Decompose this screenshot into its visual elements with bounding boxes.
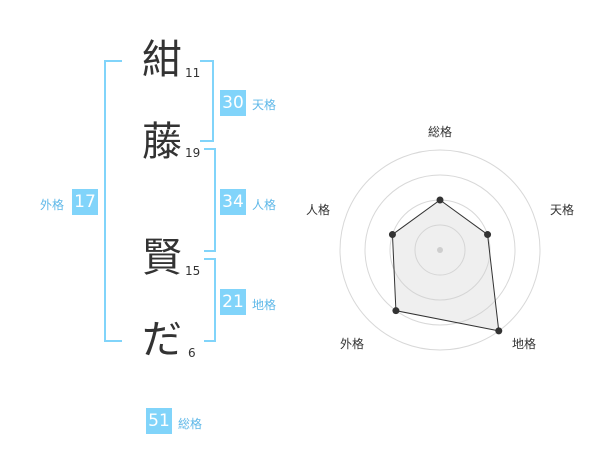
radar-point <box>436 196 444 204</box>
name-char-4: だ <box>142 317 182 363</box>
stroke-count-2: 19 <box>185 146 201 160</box>
radar-ring <box>414 224 466 276</box>
tenkaku-badge: 30 <box>220 90 246 116</box>
jinkaku-label: 人格 <box>252 198 277 212</box>
soukaku-badge: 51 <box>146 408 172 434</box>
gaikaku-bracket <box>104 60 122 342</box>
radar-ring <box>364 174 516 326</box>
stroke-count-1: 11 <box>185 66 201 80</box>
soukaku-label: 総格 <box>178 417 203 431</box>
radar-point <box>388 231 396 239</box>
chikaku-badge: 21 <box>220 289 246 315</box>
chikaku-bracket <box>204 258 216 342</box>
name-char-1: 紺 <box>142 37 182 83</box>
tenkaku-label: 天格 <box>252 98 277 112</box>
stroke-count-3: 15 <box>185 264 201 278</box>
gaikaku-label: 外格 <box>40 198 65 212</box>
radar-axis-label-jinkaku: 人格 <box>305 203 330 217</box>
tenkaku-bracket <box>200 60 214 142</box>
stroke-count-4: 6 <box>188 346 196 360</box>
chikaku-label: 地格 <box>252 298 277 312</box>
name-char-3: 賢 <box>142 235 182 281</box>
radar-axis-label-tenkaku: 天格 <box>549 203 574 217</box>
radar-ring <box>339 149 541 351</box>
radar-point <box>495 327 503 335</box>
radar-axis-label-chikaku: 地格 <box>511 337 536 351</box>
name-char-2: 藤 <box>142 119 182 165</box>
jinkaku-badge: 34 <box>220 189 246 215</box>
gaikaku-badge: 17 <box>72 189 98 215</box>
radar-point <box>484 231 492 239</box>
radar-center <box>437 247 443 253</box>
radar-axis-label-soukaku: 総格 <box>427 125 452 139</box>
radar-polygon <box>391 199 500 332</box>
radar-point <box>392 307 400 315</box>
jinkaku-bracket <box>204 148 216 252</box>
radar-axis-label-gaikaku: 外格 <box>339 337 364 351</box>
